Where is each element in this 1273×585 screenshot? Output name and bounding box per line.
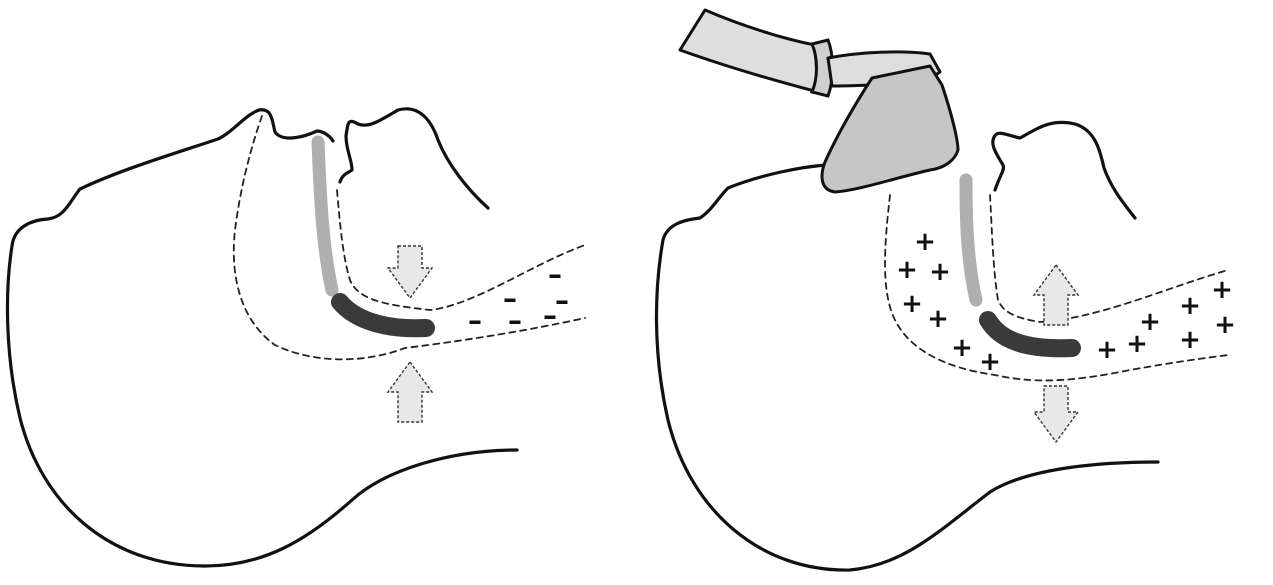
- arrow-inward-bottom: [388, 362, 432, 422]
- pressure-sign: +: [979, 347, 1001, 377]
- arrow-inward-top: [388, 246, 432, 298]
- pharynx-front-dashed: [337, 190, 585, 310]
- pressure-sign: +: [1179, 325, 1201, 355]
- nose-upper-lip-outline: [993, 122, 1135, 218]
- pressure-sign: +: [1179, 291, 1201, 321]
- pressure-sign: +: [1096, 335, 1118, 365]
- pressure-sign: +: [901, 289, 923, 319]
- negative-pressure-signs: – – – – – –: [468, 258, 569, 337]
- head-profile-outline: [656, 165, 1158, 570]
- pressure-sign: +: [927, 304, 949, 334]
- pressure-sign: +: [896, 255, 918, 285]
- pressure-sign: +: [1214, 310, 1236, 340]
- head-profile-outline: [7, 110, 517, 566]
- arrow-outward-bottom: [1034, 386, 1078, 442]
- hard-palate-texture: [318, 142, 332, 290]
- pressure-sign: –: [468, 304, 482, 337]
- pressure-sign: +: [1211, 275, 1233, 305]
- panel-with-cpap: + + + + + + + + + + + + + +: [656, 10, 1235, 570]
- panel-without-cpap: – – – – – –: [7, 109, 585, 566]
- soft-palate-collapsed: [340, 302, 426, 328]
- pressure-sign: –: [555, 284, 569, 317]
- arrow-outward-top: [1034, 265, 1078, 325]
- nose-upper-lip-outline: [340, 109, 488, 208]
- pressure-sign: –: [543, 299, 557, 332]
- pressure-sign: +: [914, 227, 936, 257]
- cpap-hose: [680, 10, 818, 92]
- hard-palate-texture: [966, 180, 976, 300]
- pressure-sign: +: [1126, 329, 1148, 359]
- pressure-sign: –: [508, 304, 522, 337]
- pressure-sign: +: [951, 333, 973, 363]
- pressure-sign: +: [929, 257, 951, 287]
